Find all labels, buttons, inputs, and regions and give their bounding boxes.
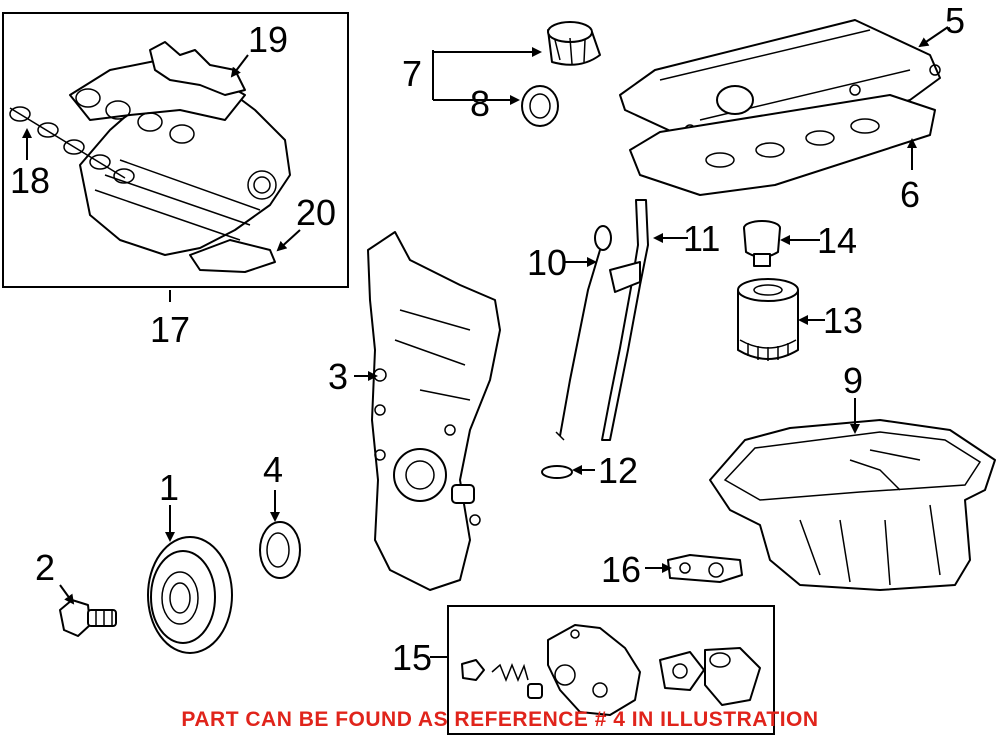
oil-pump-spring[interactable]	[491, 662, 529, 683]
filler-cap-gasket[interactable]	[521, 85, 559, 127]
dipstick-tube-oring[interactable]	[541, 465, 573, 479]
callout-12: 12	[598, 450, 638, 491]
callout-17: 17	[150, 309, 190, 350]
footer-note: PART CAN BE FOUND AS REFERENCE # 4 IN IL…	[181, 708, 819, 731]
callout-15: 15	[392, 637, 432, 678]
crankshaft-seal[interactable]	[259, 521, 301, 579]
oil-pump-plunger[interactable]	[527, 683, 543, 699]
oil-pump-gasket[interactable]	[667, 554, 743, 583]
oil-strainer[interactable]	[704, 647, 761, 706]
callout-19: 19	[248, 19, 288, 60]
callout-9: 9	[843, 360, 863, 401]
callout-16: 16	[601, 549, 641, 590]
callout-2: 2	[35, 547, 55, 588]
callout-11: 11	[683, 218, 720, 259]
callout-7: 7	[402, 53, 422, 94]
oil-filter-housing-cap[interactable]	[743, 220, 781, 267]
oil-pump-cover-gasket[interactable]	[659, 651, 705, 691]
callout-20: 20	[296, 192, 336, 233]
intake-manifold-group-box	[2, 12, 349, 288]
callout-4: 4	[263, 449, 283, 490]
callout-6: 6	[900, 174, 920, 215]
callout-14: 14	[817, 220, 857, 261]
callout-8: 8	[470, 83, 490, 124]
oil-pump-relief-plug[interactable]	[461, 659, 485, 681]
callout-10: 10	[527, 242, 567, 283]
intake-manifold[interactable]	[69, 41, 291, 256]
callout-18: 18	[10, 160, 50, 201]
timing-cover[interactable]	[367, 231, 501, 591]
valve-cover-gasket[interactable]	[629, 94, 936, 196]
oil-pump-group-box	[447, 605, 775, 735]
oil-filter[interactable]	[737, 278, 799, 361]
oil-dipstick[interactable]	[555, 225, 612, 441]
dipstick-tube[interactable]	[601, 199, 649, 441]
callout-1: 1	[159, 467, 179, 508]
oil-pan[interactable]	[709, 419, 996, 591]
intake-gasket-18[interactable]	[9, 106, 135, 184]
callout-13: 13	[823, 300, 863, 341]
manifold-bracket-20[interactable]	[189, 239, 276, 273]
callout-5: 5	[945, 0, 965, 41]
oil-pump[interactable]	[547, 624, 641, 716]
crankshaft-pulley[interactable]	[147, 536, 233, 654]
callout-3: 3	[328, 356, 348, 397]
crankshaft-bolt[interactable]	[59, 599, 117, 637]
oil-filler-cap[interactable]	[547, 21, 601, 66]
